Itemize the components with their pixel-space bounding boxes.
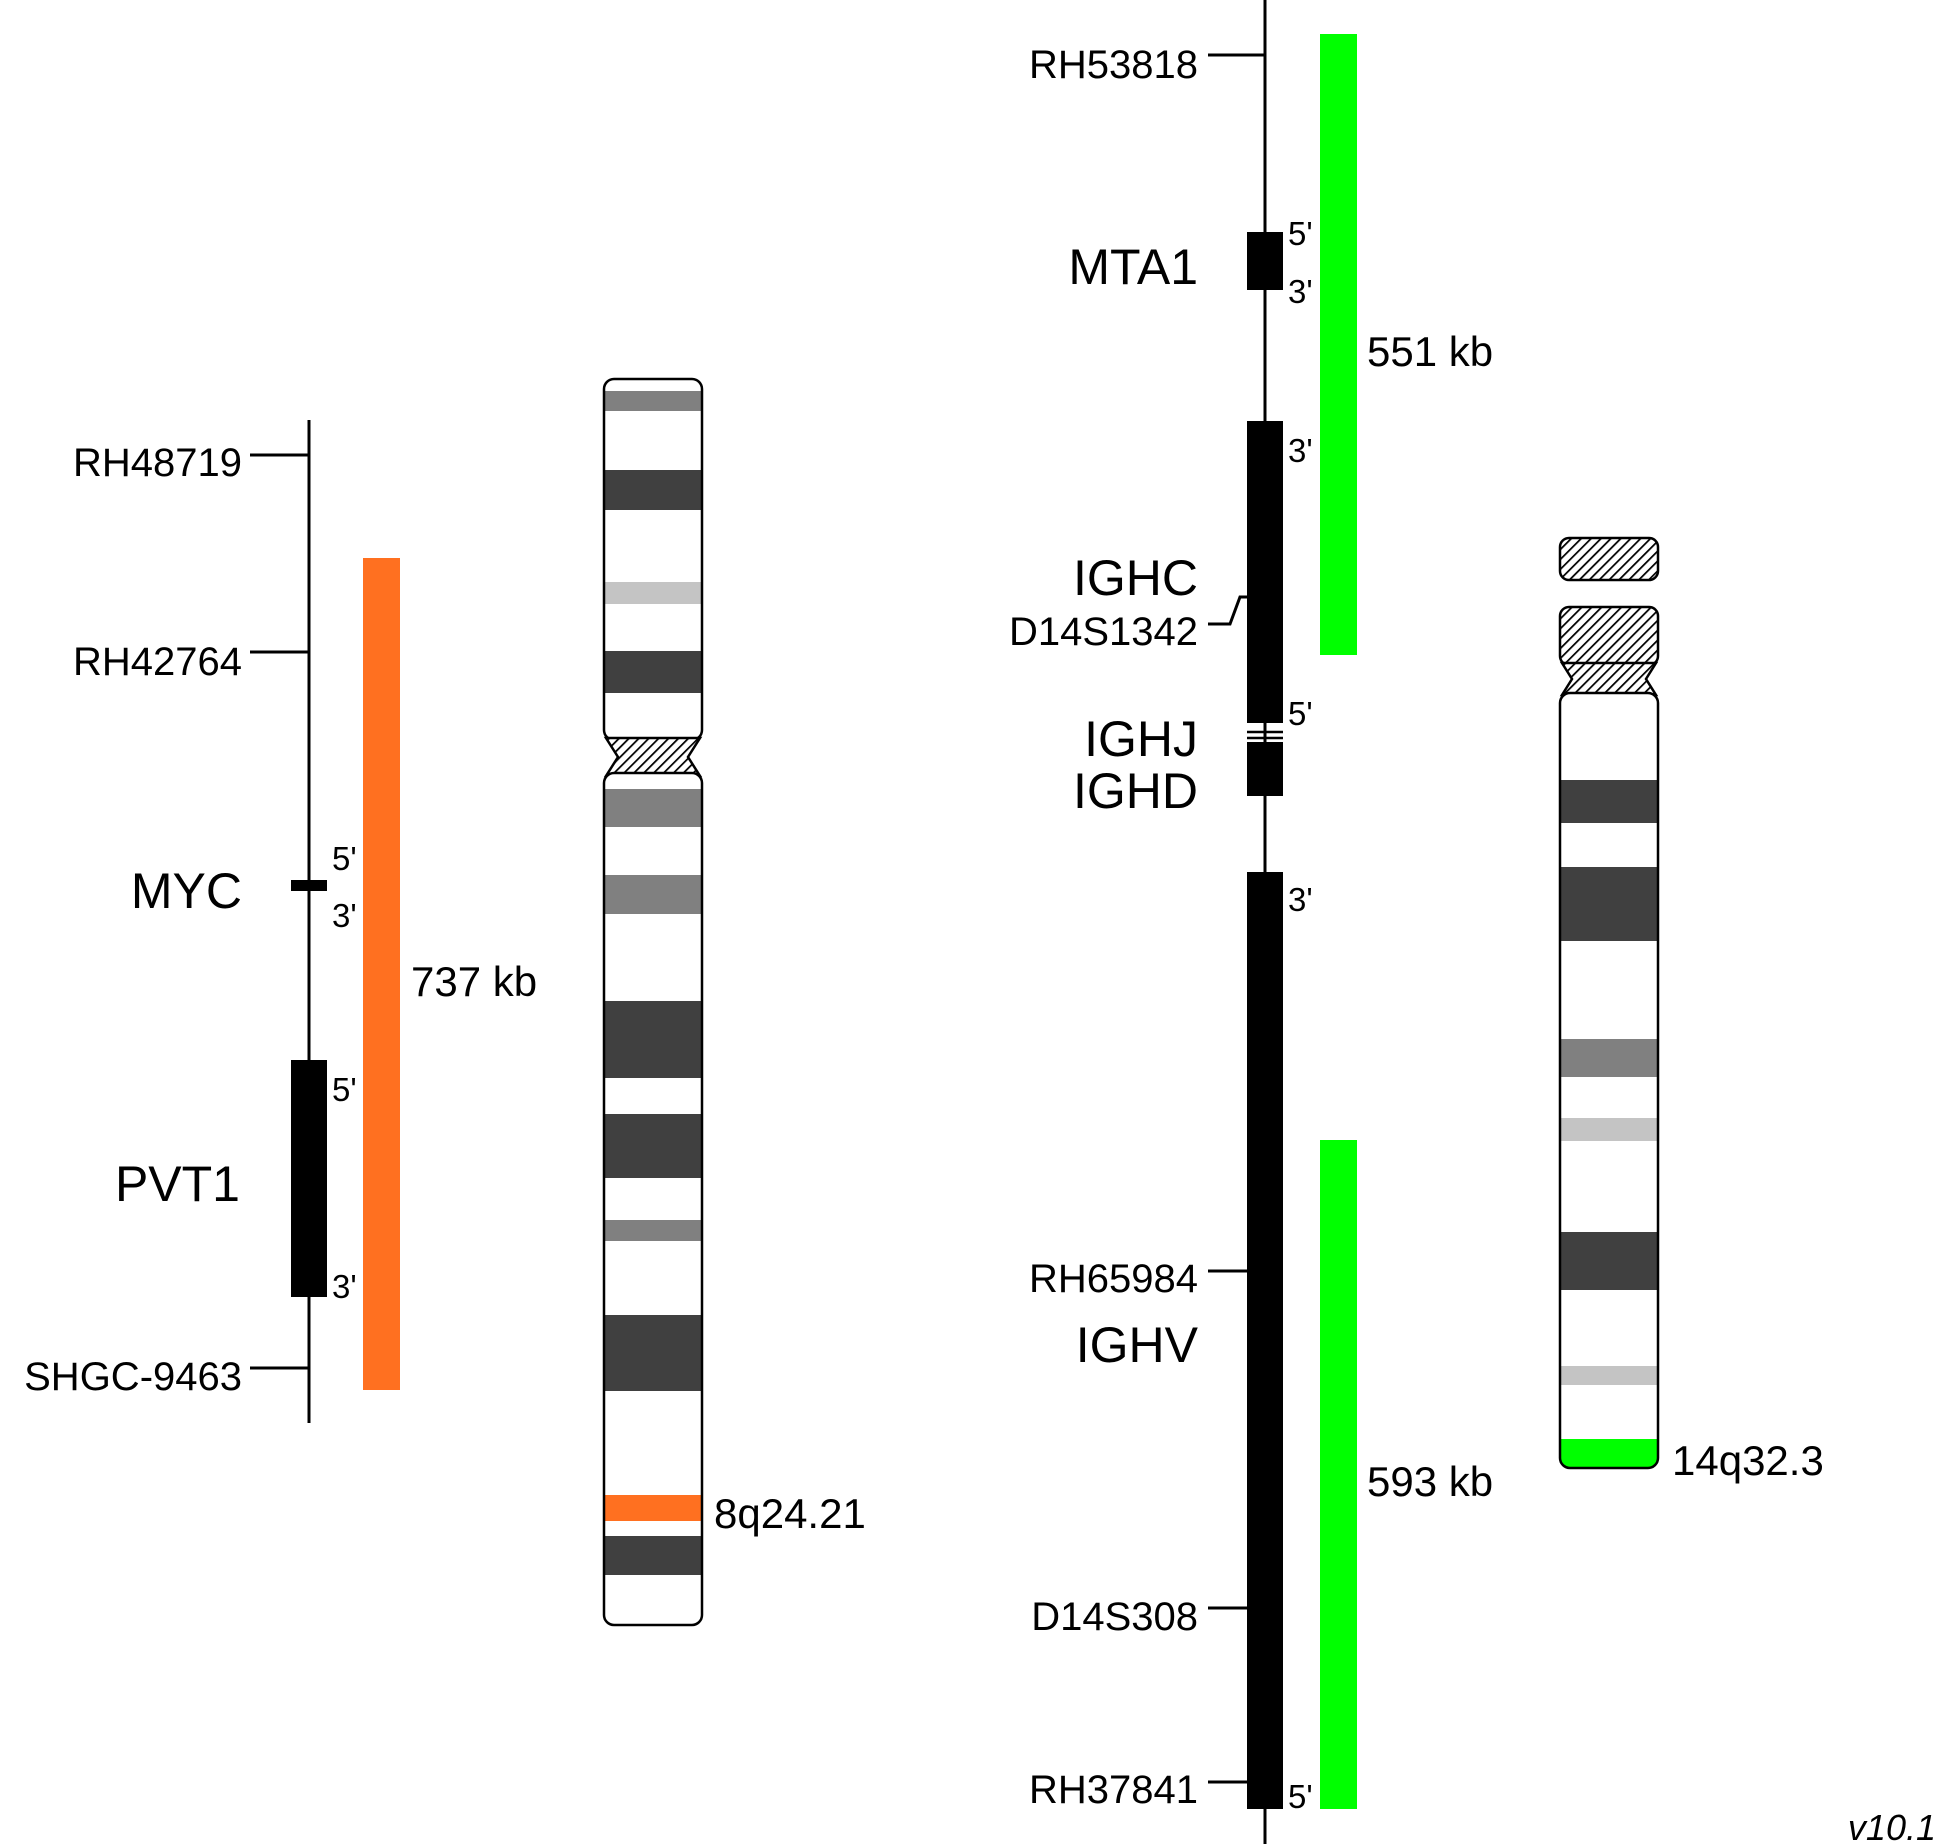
band-label-14q32-3: 14q32.3	[1672, 1437, 1824, 1484]
gene-label-ighc: IGHC	[1073, 550, 1198, 606]
marker-rh48719: RH48719	[73, 441, 242, 485]
chromosome-14-satellite	[1558, 536, 1660, 582]
marker-shgc-9463: SHGC-9463	[24, 1355, 242, 1399]
gene-block-ighv	[1247, 872, 1283, 1809]
chromosome-14-ideogram: 14q32.3	[1558, 536, 1824, 1484]
chromosome-14-q-arm	[1558, 691, 1660, 1470]
chromosome-8-q-arm	[602, 771, 704, 1627]
mta1-5prime-label: 5'	[1288, 215, 1313, 252]
gene-block-ighd	[1247, 742, 1283, 796]
band	[604, 1001, 702, 1078]
chromosome-8-ideogram: 8q24.21	[602, 377, 866, 1627]
gene-label-mta1: MTA1	[1068, 239, 1198, 295]
pvt1-3prime-label: 3'	[332, 1268, 357, 1305]
marker-d14s1342: D14S1342	[1009, 610, 1198, 654]
ighc-5prime-label: 5'	[1288, 695, 1313, 732]
gene-label-myc: MYC	[131, 863, 242, 919]
gene-block-ighc	[1247, 421, 1283, 723]
band-label-8q24-21: 8q24.21	[714, 1490, 866, 1537]
probe-size-label-551kb: 551 kb	[1367, 328, 1493, 375]
chromosome-14-stalk	[1558, 605, 1660, 667]
band	[1560, 1232, 1658, 1290]
band	[604, 582, 702, 604]
band	[604, 789, 702, 827]
marker-rh65984: RH65984	[1029, 1257, 1198, 1301]
right-locus: RH53818 D14S1342 RH65984 D14S308 RH37841…	[1009, 0, 1493, 1844]
band	[604, 875, 702, 914]
chromosome-14-centromere	[1559, 661, 1659, 697]
marker-rh42764: RH42764	[73, 640, 242, 684]
gene-block-myc	[291, 880, 327, 891]
band	[1560, 867, 1658, 941]
band	[604, 651, 702, 693]
probe-size-label-593kb: 593 kb	[1367, 1458, 1493, 1505]
probe-bar-orange-737kb	[363, 558, 400, 1390]
gene-block-mta1	[1247, 232, 1283, 290]
left-locus: RH48719 RH42764 SHGC-9463 MYC 5' 3' PVT1…	[24, 420, 537, 1423]
band	[604, 1315, 702, 1391]
band	[1560, 1366, 1658, 1385]
band	[1560, 1039, 1658, 1077]
gene-block-pvt1	[291, 1060, 327, 1297]
version-label: v10.1	[1848, 1807, 1936, 1844]
probe-bar-green-551kb	[1320, 34, 1357, 655]
probe-size-label-737kb: 737 kb	[411, 958, 537, 1005]
gene-label-ighd: IGHD	[1073, 763, 1198, 819]
band	[604, 391, 702, 411]
ighv-3prime-label: 3'	[1288, 881, 1313, 918]
ighv-5prime-label: 5'	[1288, 1778, 1313, 1815]
marker-leader-d14s1342	[1208, 595, 1250, 626]
band-highlight-8q24-21	[604, 1495, 702, 1521]
myc-5prime-label: 5'	[332, 840, 357, 877]
band	[604, 1536, 702, 1575]
marker-rh53818: RH53818	[1029, 43, 1198, 87]
mta1-3prime-label: 3'	[1288, 273, 1313, 310]
chromosome-8-centromere	[603, 736, 703, 778]
band-highlight-14q32-3	[1560, 1439, 1658, 1468]
band	[604, 1114, 702, 1178]
probe-bar-green-593kb	[1320, 1140, 1357, 1809]
gene-label-ighj: IGHJ	[1084, 711, 1198, 767]
band	[604, 1220, 702, 1241]
myc-3prime-label: 3'	[332, 897, 357, 934]
pvt1-5prime-label: 5'	[332, 1071, 357, 1108]
marker-rh37841: RH37841	[1029, 1768, 1198, 1812]
band	[1560, 780, 1658, 823]
marker-d14s308: D14S308	[1031, 1595, 1198, 1639]
gene-label-pvt1: PVT1	[115, 1156, 240, 1212]
ighc-3prime-label: 3'	[1288, 432, 1313, 469]
band	[604, 470, 702, 510]
band	[1560, 1118, 1658, 1141]
gene-label-ighv: IGHV	[1076, 1317, 1199, 1373]
